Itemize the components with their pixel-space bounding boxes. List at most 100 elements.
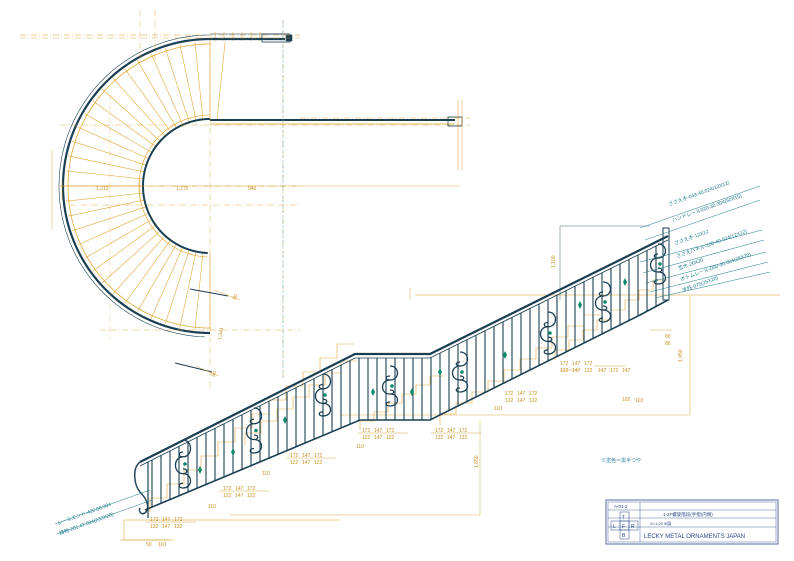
plan-dimension-lines: [20, 10, 470, 390]
callouts-left: レールエンド-420.00.304 鋳物-201.47.024(233X20): [57, 502, 115, 537]
stair-tread: [65, 192, 144, 202]
stair-tread: [137, 243, 177, 312]
ornament-diamond: [623, 278, 627, 286]
tread-dim: 122: [247, 493, 256, 499]
tread-dim: 172: [386, 428, 395, 434]
rail-end-cap: [447, 116, 463, 127]
callout-leader: [639, 229, 763, 263]
drawing-scale: S=1:20 ※図: [650, 521, 671, 526]
callout-leader: [645, 251, 767, 284]
stair-tread: [92, 100, 156, 147]
panel-gem: [254, 428, 258, 433]
tread-dim: 172: [174, 517, 183, 523]
stair-tread: [72, 140, 147, 166]
stair-tread: [102, 230, 161, 284]
stair-flight-lower-b: [244, 360, 357, 445]
tread-dim: 147: [572, 361, 581, 367]
plan-dim-rot-1: 1,341: [217, 327, 225, 341]
tread-dim: 147: [622, 368, 631, 374]
scroll-curl: [385, 365, 399, 381]
tread-dim: 172: [150, 517, 159, 523]
ornament-diamond: [410, 388, 414, 396]
tread-dim: 172: [584, 361, 593, 367]
scroll-panel: [314, 373, 332, 417]
callout-leader: [642, 239, 765, 274]
callout-leader: [644, 199, 761, 241]
top-rail: [139, 235, 669, 463]
tread-dim: 147: [598, 368, 607, 374]
stair-tread: [68, 199, 145, 217]
outer-handrail-edge: [58, 34, 211, 338]
scroll-panel: [381, 365, 399, 407]
plan-dim-rot-2: 80: [232, 293, 240, 301]
plan-view: 1,313 1,275 940 1,341 80 80: [20, 10, 470, 390]
tread-dim: 122: [150, 524, 159, 530]
inner-handrail-edge: [138, 114, 211, 258]
scroll-curl: [178, 472, 192, 489]
scroll-panel: [539, 311, 557, 355]
stair-tread: [124, 68, 171, 132]
callout-leader: [639, 185, 761, 229]
stair-tread: [179, 44, 197, 121]
view-letter-t: T: [622, 515, 625, 521]
dim-extension: [213, 289, 241, 301]
rail-end: [189, 288, 229, 297]
small-dim: 110: [158, 542, 166, 548]
stair-tread: [112, 235, 166, 294]
tread-dim: 122: [529, 398, 538, 404]
tread-dim: 122: [435, 435, 444, 441]
tread-dim: 147: [572, 368, 581, 374]
tread-dim: 172: [314, 453, 323, 459]
small-dim: 102: [622, 397, 631, 403]
tread-dim: 122: [314, 460, 323, 466]
tread-dim: 147: [517, 398, 526, 404]
company-name: LECKY METAL ORNAMENTS JAPAN: [644, 534, 745, 540]
stair-flight-mid: [359, 375, 444, 430]
rise-dim-1: 1,100: [551, 255, 557, 268]
stair-tread: [112, 78, 166, 137]
stair-tread: [92, 225, 156, 272]
tread-dim: 147: [302, 453, 311, 459]
stair-tread: [84, 113, 153, 153]
small-dim: 110: [208, 504, 216, 510]
scroll-curl: [598, 281, 612, 297]
top-newel: [662, 227, 670, 301]
tread-dim: 122: [223, 493, 232, 499]
scroll-curl: [318, 402, 332, 417]
tread-dim: 122: [362, 435, 371, 441]
stair-tread: [84, 219, 153, 259]
tread-dim: 147: [162, 524, 171, 530]
tread-dim: 122: [459, 435, 468, 441]
callout-4: ささえバネル-100-40.024(12X12): [675, 228, 748, 260]
scroll-panel: [174, 439, 192, 489]
small-dim: 86: [665, 341, 671, 347]
scroll-curl: [543, 340, 557, 355]
tread-dim: 122: [386, 435, 395, 441]
stair-tread: [68, 155, 145, 173]
rise-dim-3: 1,650: [474, 455, 480, 468]
stair-tread: [77, 126, 149, 160]
scroll-curl: [543, 311, 557, 328]
small-dim: 110: [356, 444, 364, 450]
view-letter-l: L: [613, 524, 616, 530]
stair-tread: [150, 53, 184, 125]
small-dim: 103: [635, 398, 644, 404]
panel-gem: [183, 462, 187, 466]
scroll-panel: [451, 351, 469, 393]
scroll-curl: [249, 438, 263, 454]
panel-gem: [603, 300, 607, 304]
tread-dim: 147: [447, 428, 456, 434]
panel-gem: [323, 393, 327, 397]
stair-tread: [194, 252, 204, 331]
tread-dim: 172: [223, 486, 232, 492]
view-letter-f: F: [622, 524, 625, 530]
finish-note: ※塗色＝黒半つや: [601, 457, 641, 464]
inner-handrail: [141, 118, 211, 254]
drawing-title: 1-2F螺旋階段(手摺)内側): [663, 511, 713, 518]
view-cube: [610, 511, 639, 540]
callout-leader: [649, 261, 769, 293]
small-dim: 110: [262, 471, 270, 477]
scroll-panel: [594, 281, 612, 323]
spiral-stair-treads: [65, 32, 261, 331]
tread-dim: 147: [374, 435, 383, 441]
